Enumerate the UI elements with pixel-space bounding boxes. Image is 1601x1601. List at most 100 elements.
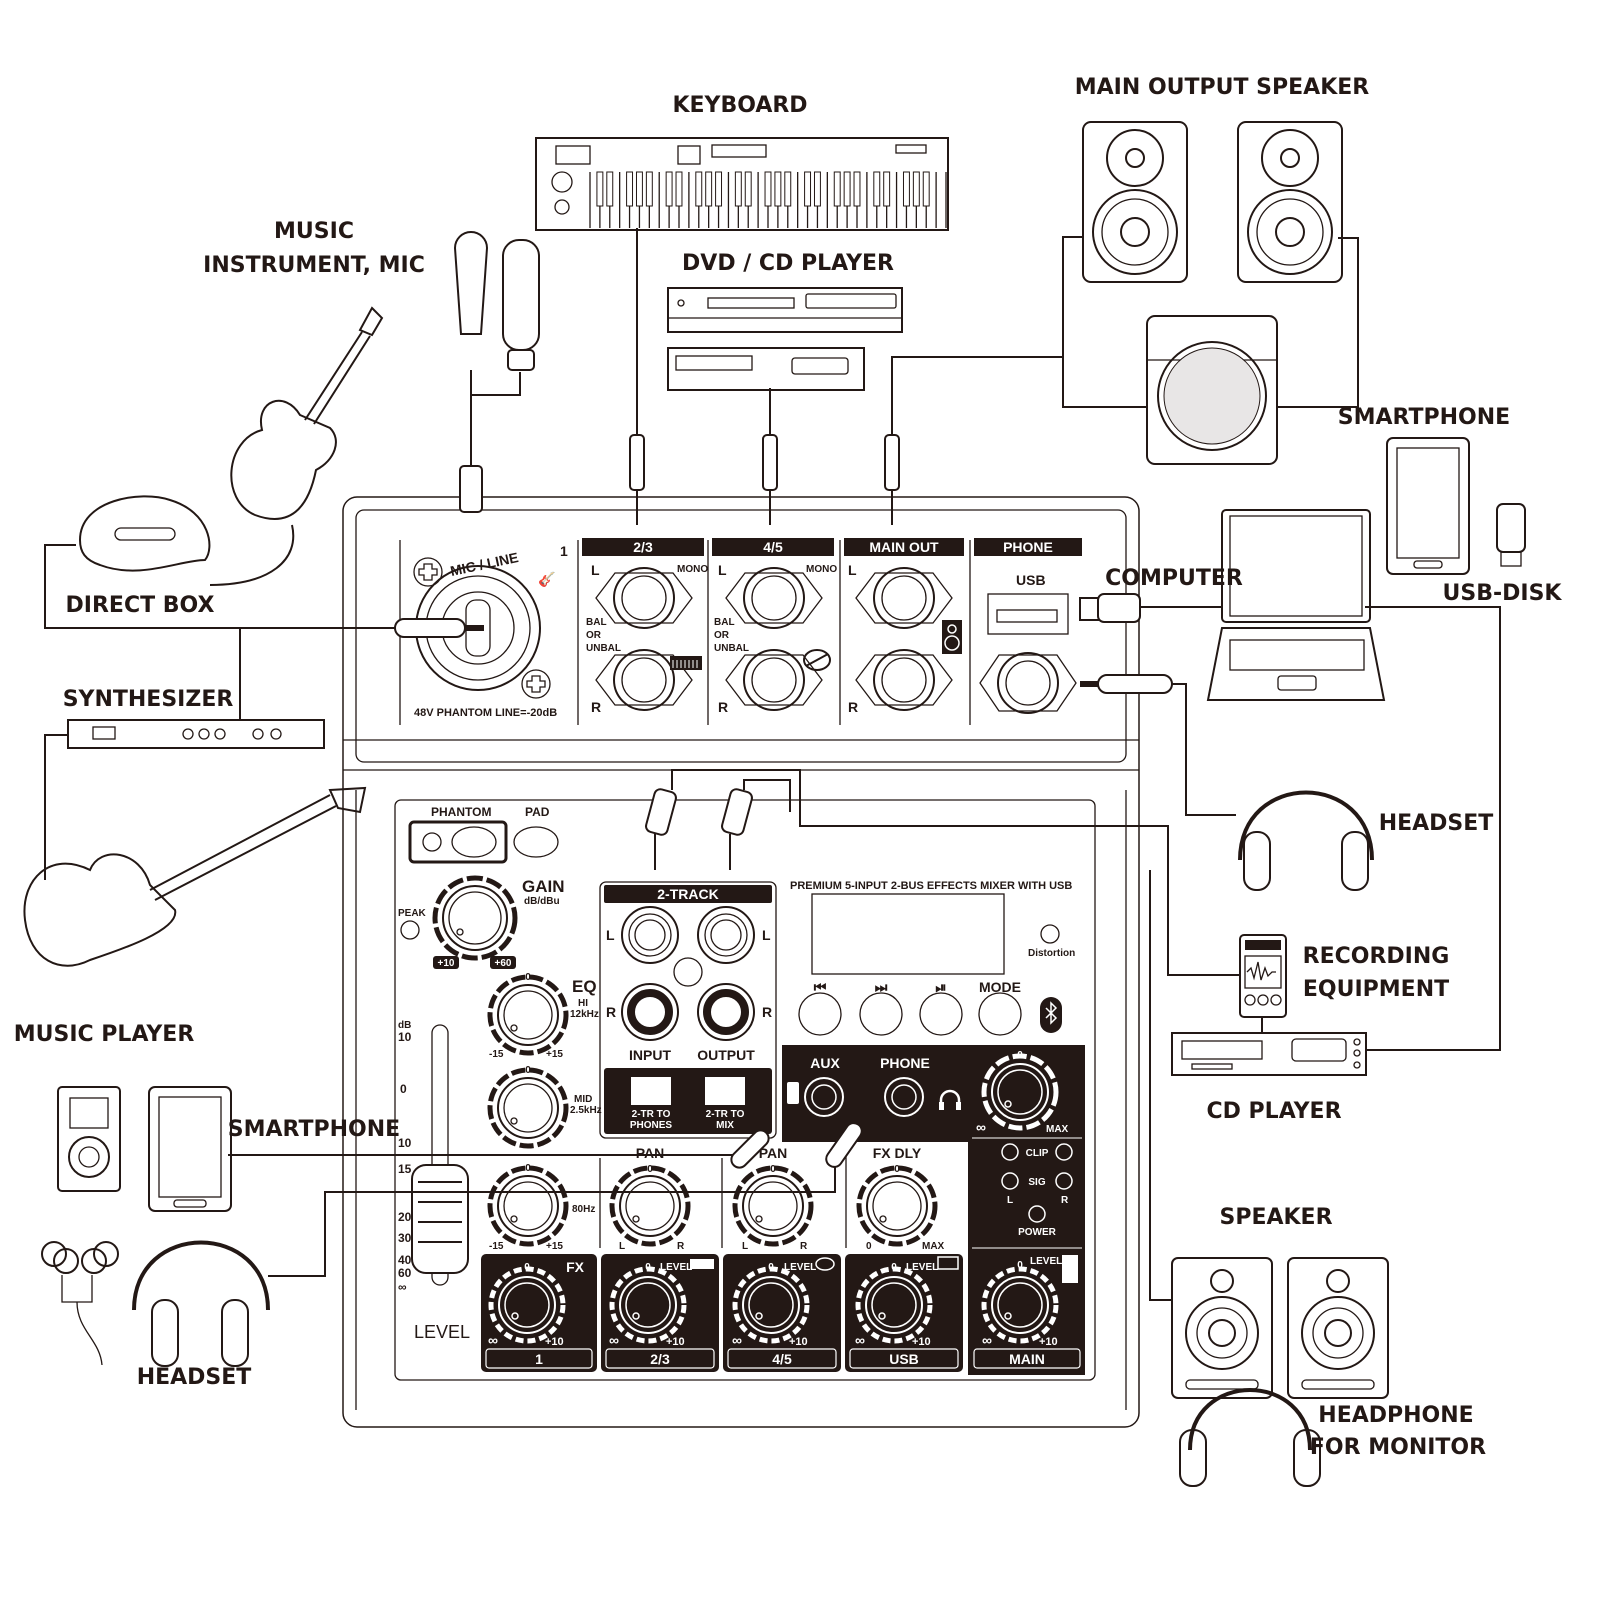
phone-jack-front[interactable] — [884, 1077, 924, 1117]
sig-led-right — [1055, 1172, 1073, 1190]
direct-box-label: DIRECT BOX — [66, 593, 215, 618]
jack-plug — [629, 434, 645, 525]
phantom-label: PHANTOM — [431, 805, 491, 819]
sig-label: SIG — [1028, 1177, 1045, 1188]
piano-black-key — [635, 171, 643, 207]
phantom-button[interactable] — [451, 826, 497, 858]
smartphone-label-left: SMARTPHONE — [228, 1117, 400, 1142]
level-knob-2-3[interactable] — [609, 1266, 687, 1344]
aux-jack[interactable] — [804, 1077, 844, 1117]
electric-guitar-device — [230, 306, 384, 520]
eq-min-label: -15 — [489, 1049, 504, 1060]
phone-jack[interactable] — [979, 652, 1077, 714]
headphone-monitor-label: FOR MONITOR — [1310, 1435, 1486, 1460]
prev-button[interactable] — [798, 992, 842, 1036]
keyboard-icon — [670, 656, 702, 670]
two-track-section: 2-TRACK L L R R INPUT OUTPUT 2-TR TO PHO… — [599, 881, 777, 1139]
rca-output-left[interactable] — [697, 906, 755, 964]
meter-right-label: R — [1061, 1195, 1069, 1206]
eq-hi-knob[interactable] — [487, 974, 569, 1056]
synthesizer-label: SYNTHESIZER — [63, 687, 234, 712]
pad-button[interactable] — [513, 826, 559, 858]
left-label: L — [718, 562, 727, 578]
peak-led — [400, 920, 420, 940]
pan-4-5-knob[interactable] — [732, 1165, 814, 1247]
left-label: L — [848, 562, 857, 578]
keyboard-label: KEYBOARD — [672, 93, 807, 118]
jack-2-3-left[interactable] — [595, 567, 693, 629]
phone-level-knob[interactable] — [981, 1053, 1059, 1131]
speaker-label: SPEAKER — [1219, 1205, 1332, 1230]
2tr-to-phones-button[interactable] — [631, 1077, 671, 1105]
bal-label: BAL — [714, 617, 735, 628]
bass-guitar-device — [23, 786, 367, 967]
eq-mid-knob[interactable] — [487, 1067, 569, 1149]
fx-dly-knob[interactable] — [856, 1165, 938, 1247]
section-header-phone — [974, 538, 1082, 556]
rca-plug — [721, 788, 753, 870]
fx-label: FX — [566, 1259, 585, 1275]
section-label: MAIN OUT — [869, 539, 939, 555]
pan-fx-row: PAN PAN FX DLY 0 0 0 L R L R 0 MAX — [599, 1145, 945, 1252]
jack-2-3-right[interactable] — [595, 649, 693, 711]
fader-scale-label: 10 — [398, 1136, 412, 1150]
jack-main-out-right[interactable] — [855, 649, 953, 711]
fader-scale-label: 60 — [398, 1266, 412, 1280]
usb-port[interactable] — [987, 593, 1069, 635]
synthesizer-device — [67, 719, 325, 749]
piano-black-key — [626, 171, 634, 207]
mode-button[interactable] — [978, 992, 1022, 1036]
dvd-cd-player-label: DVD / CD PLAYER — [682, 251, 894, 276]
cd-player-device — [1171, 1032, 1367, 1076]
eq-low-knob[interactable] — [487, 1165, 569, 1247]
mode-label: MODE — [979, 979, 1021, 995]
channel-name: 2/3 — [650, 1351, 670, 1367]
gain-knob[interactable] — [432, 875, 518, 961]
pan-zero-label: 0 — [770, 1164, 776, 1175]
speaker-device-right — [1287, 1257, 1389, 1399]
jack-main-out-left[interactable] — [855, 567, 953, 629]
rca-input-left[interactable] — [621, 906, 679, 964]
level-knob-usb[interactable] — [855, 1266, 933, 1344]
piano-black-key — [705, 171, 713, 207]
jack-4-5-right[interactable] — [725, 649, 823, 711]
level-knob-4-5[interactable] — [732, 1266, 810, 1344]
rca-input-right[interactable] — [621, 983, 679, 1041]
section-header-4-5 — [712, 538, 834, 556]
bal-label: UNBAL — [714, 643, 749, 654]
right-label: R — [762, 1004, 772, 1020]
phone-zero-label: 0 — [1017, 1050, 1023, 1061]
jack-plug — [394, 618, 484, 638]
jack-4-5-left[interactable] — [725, 567, 823, 629]
rca-output-right[interactable] — [697, 983, 755, 1041]
2tr-to-mix-button[interactable] — [705, 1077, 745, 1105]
jack-plug — [825, 1122, 863, 1168]
level-knob-1[interactable] — [488, 1266, 566, 1344]
piano-black-key — [675, 171, 683, 207]
music-instrument-mic-label: MUSIC — [274, 219, 354, 244]
next-button[interactable] — [859, 992, 903, 1036]
level-max-label: +10 — [1039, 1336, 1058, 1348]
peak-label: PEAK — [398, 908, 427, 919]
headset-label-left: HEADSET — [137, 1365, 252, 1390]
level-max-label: +10 — [789, 1336, 808, 1348]
pan-2-3-knob[interactable] — [609, 1165, 691, 1247]
play-pause-button[interactable] — [919, 992, 963, 1036]
bal-label: BAL — [586, 617, 607, 628]
level-block-1: FX 0 ∞ +10 1 — [481, 1254, 597, 1372]
eq-zero-label: 0 — [525, 1065, 531, 1076]
bal-label: OR — [714, 630, 730, 641]
level-knob-main[interactable] — [981, 1266, 1059, 1344]
usb-plug — [1079, 593, 1141, 623]
pan-left-label: L — [619, 1241, 625, 1252]
distortion-label: Distortion — [1028, 948, 1075, 959]
monitor-headphone-device — [1179, 1388, 1321, 1487]
left-label: L — [591, 562, 600, 578]
guitar-mic-icon: 🎸 — [538, 571, 555, 588]
piano-black-key — [843, 171, 851, 207]
channel-name: MAIN — [1009, 1351, 1045, 1367]
level-row: FX 0 ∞ +10 1 LEVEL 0 ∞ +10 2/3 LEVEL 0 ∞ — [481, 1254, 1081, 1372]
level-small-label: LEVEL — [784, 1262, 816, 1273]
subwoofer — [1146, 315, 1278, 465]
speaker-icon — [1062, 1255, 1078, 1283]
